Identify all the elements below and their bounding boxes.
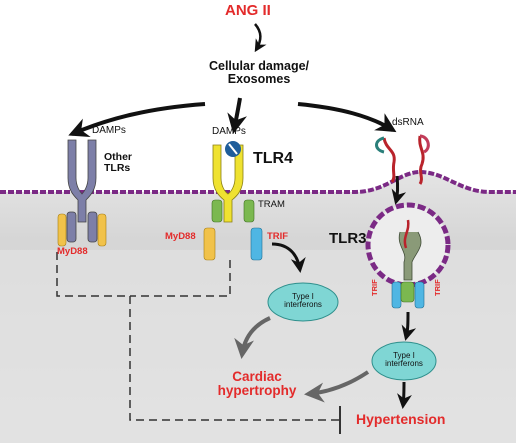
tram-b <box>243 199 255 223</box>
interferons-tlr3-line1: Type I <box>393 351 415 360</box>
trif-tlr3-right <box>414 281 425 309</box>
arrow-icon <box>304 370 370 403</box>
tlr3-label: TLR3 <box>329 230 367 247</box>
cellular-damage-line2: Exosomes <box>227 72 291 87</box>
cardiac-hypertrophy-line2: hypertrophy <box>217 383 297 399</box>
arrow-icon <box>391 175 407 205</box>
tlr4-label: TLR4 <box>253 150 293 167</box>
interferons-tlr3-label: Type I interferons <box>372 351 436 369</box>
arrow-icon <box>297 102 397 133</box>
myd88-left-a <box>57 213 67 247</box>
tram-a <box>211 199 223 223</box>
myd88-center-label: MyD88 <box>165 231 196 242</box>
interferons-tlr4-line1: Type I <box>292 292 314 301</box>
tlr3-receptor <box>391 219 425 309</box>
interferons-tlr4 <box>267 282 339 322</box>
trif-tlr4-label: TRIF <box>267 231 289 242</box>
tlr4-receptor <box>203 141 263 261</box>
cellular-damage-line1: Cellular damage/ <box>208 59 310 73</box>
arrow-icon <box>227 97 247 134</box>
other-tlrs-line2: TLRs <box>104 162 131 175</box>
tram-label: TRAM <box>258 199 285 210</box>
myd88-center <box>203 227 216 261</box>
title-ang-ii: ANG II <box>225 2 271 19</box>
interferons-tlr3-line2: interferons <box>385 359 423 369</box>
myd88-left-label: MyD88 <box>57 246 88 257</box>
interferons-tlr4-label: Type I interferons <box>270 292 336 310</box>
trif-tlr3-left-label: TRIF <box>370 279 379 296</box>
arrow-icon <box>68 102 206 138</box>
interferons-tlr3 <box>371 341 437 381</box>
interferons-tlr4-line2: interferons <box>284 300 322 310</box>
arrow-icon <box>234 316 271 359</box>
other-tlrs-receptor <box>57 139 107 247</box>
arrow-icon <box>401 311 417 341</box>
trif-tlr4 <box>250 227 263 261</box>
cytoplasm-lower <box>0 250 516 443</box>
arrow-icon <box>397 381 412 409</box>
cardiac-hypertrophy-line1: Cardiac <box>232 369 282 384</box>
myd88-left-b <box>97 213 107 247</box>
dsrna-label: dsRNA <box>392 117 424 128</box>
cellular-damage-label: Cellular damage/ Exosomes <box>186 59 332 87</box>
other-tlrs-label: Other TLRs <box>104 151 133 175</box>
plasma-membrane <box>0 169 516 194</box>
cardiac-hypertrophy-label: Cardiac hypertrophy <box>198 369 316 399</box>
damps-center-label: DAMPs <box>212 126 246 137</box>
trif-tlr3-left <box>391 281 402 309</box>
other-tlrs-line1: Other <box>104 151 133 163</box>
trif-tlr3-right-label: TRIF <box>433 279 442 296</box>
arrow-icon <box>254 23 267 53</box>
dsrna-icon <box>375 134 430 185</box>
hypertension-label: Hypertension <box>356 411 446 427</box>
damps-left-label: DAMPs <box>92 125 126 136</box>
arrow-icon <box>271 242 306 273</box>
